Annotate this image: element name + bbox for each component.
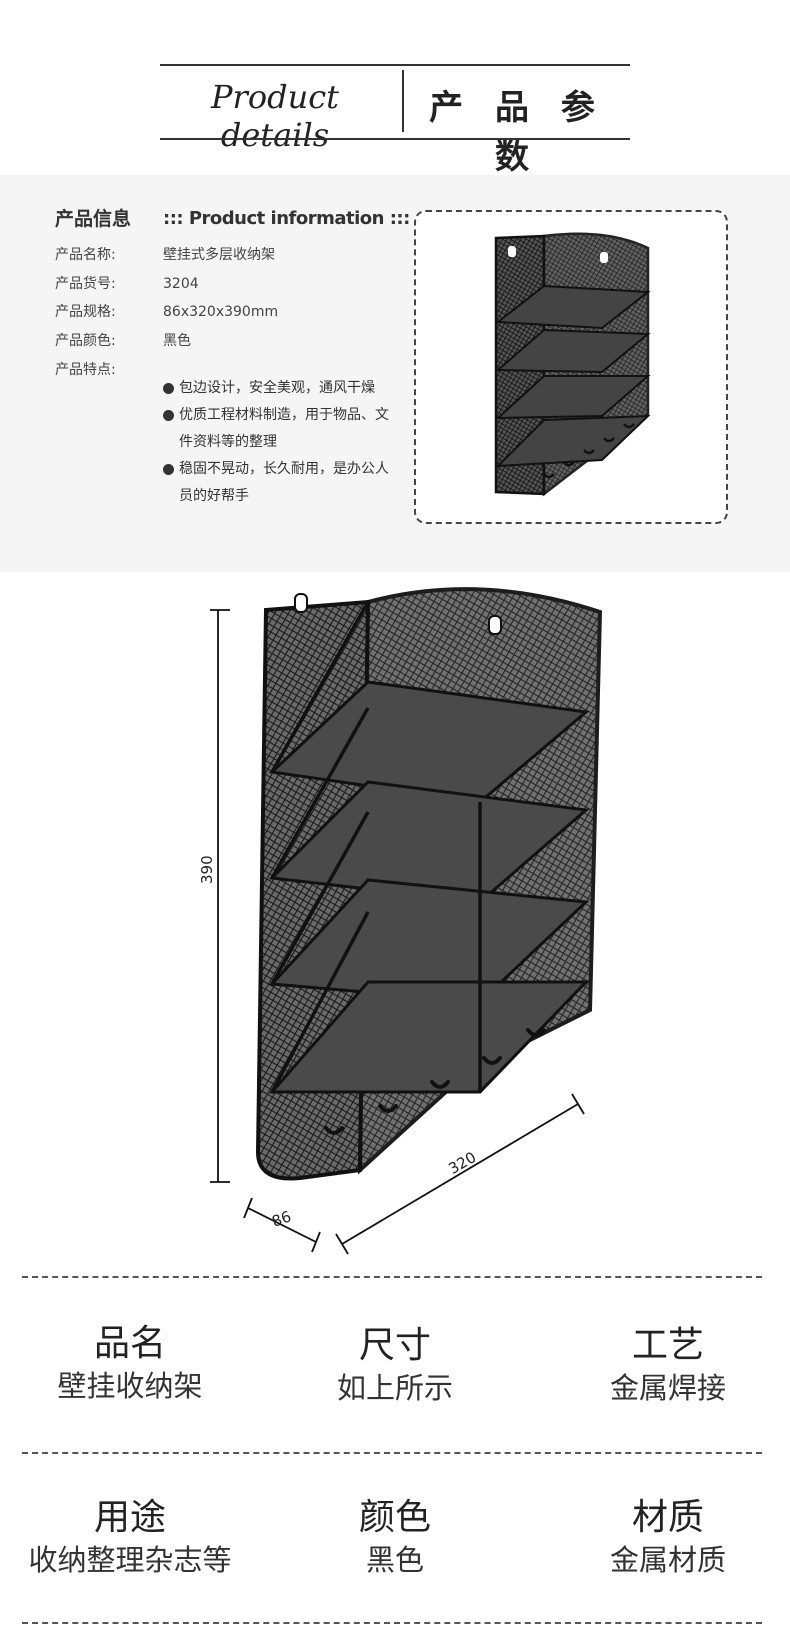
spec-value: 金属焊接 — [609, 1371, 726, 1405]
spec-value: 收纳整理杂志等 — [28, 1543, 232, 1577]
header-title-en: Product details — [211, 78, 339, 154]
spec-item-name: 品名 壁挂收纳架 — [0, 1322, 260, 1406]
feature-item: 稳固不晃动，长久耐用，是办公人员的好帮手 — [163, 456, 398, 510]
spec-item-usage: 用途 收纳整理杂志等 — [0, 1496, 260, 1580]
spec-item-color: 颜色 黑色 — [265, 1496, 525, 1580]
info-row-label: 产品名称: — [55, 247, 116, 263]
feature-item: 优质工程材料制造，用于物品、文件资料等的整理 — [163, 402, 398, 456]
info-row-label: 产品特点: — [55, 362, 116, 378]
spec-key: 尺寸 — [358, 1325, 431, 1366]
rack-thumbnail-image — [494, 232, 651, 497]
spec-item-size: 尺寸 如上所示 — [265, 1324, 525, 1408]
header-top-rule — [160, 64, 630, 66]
spec-divider-top — [22, 1276, 762, 1278]
page-header: Product details 产 品 参 数 — [0, 0, 790, 177]
feature-list: 包边设计，安全美观，通风干燥 优质工程材料制造，用于物品、文件资料等的整理 稳固… — [163, 375, 398, 510]
bullet-icon — [163, 410, 174, 421]
info-row-value: 黑色 — [163, 333, 191, 349]
header-bottom-rule — [160, 138, 630, 140]
header-divider — [402, 70, 404, 132]
info-row-features: 产品特点: — [55, 360, 163, 380]
spec-key: 颜色 — [358, 1497, 431, 1538]
spec-item-material: 材质 金属材质 — [538, 1496, 790, 1580]
info-row-label: 产品规格: — [55, 304, 116, 320]
spec-value: 壁挂收纳架 — [57, 1369, 203, 1403]
product-thumbnail-frame — [414, 210, 728, 524]
feature-text: 稳固不晃动，长久耐用，是办公人员的好帮手 — [179, 461, 389, 504]
info-row-sku: 产品货号: 3204 — [55, 274, 199, 294]
info-row-color: 产品颜色: 黑色 — [55, 331, 191, 351]
info-heading-cn: 产品信息 — [55, 208, 132, 230]
spec-value: 黑色 — [365, 1543, 424, 1577]
header-title-cn: 产 品 参 数 — [429, 88, 605, 177]
info-heading: 产品信息 — [55, 205, 165, 233]
spec-divider-middle — [22, 1452, 762, 1454]
info-row-value: 壁挂式多层收纳架 — [163, 247, 275, 263]
bullet-icon — [163, 464, 174, 475]
spec-item-craft: 工艺 金属焊接 — [538, 1324, 790, 1408]
spec-key: 材质 — [631, 1497, 704, 1538]
dimension-height-label: 390 — [198, 855, 216, 884]
info-row-name: 产品名称: 壁挂式多层收纳架 — [55, 245, 275, 265]
info-row-value: 3204 — [163, 276, 199, 292]
feature-text: 优质工程材料制造，用于物品、文件资料等的整理 — [179, 407, 389, 450]
spec-divider-bottom — [22, 1622, 762, 1624]
info-heading-en: ::: Product information ::: — [163, 208, 410, 229]
feature-text: 包边设计，安全美观，通风干燥 — [179, 380, 375, 396]
product-info-section: 产品信息 ::: Product information ::: 产品名称: 壁… — [0, 175, 790, 572]
product-dimension-diagram: 390 320 86 — [0, 572, 790, 1262]
bullet-icon — [163, 383, 174, 394]
spec-key: 工艺 — [631, 1325, 704, 1366]
spec-value: 如上所示 — [336, 1371, 453, 1405]
info-row-size: 产品规格: 86x320x390mm — [55, 302, 278, 322]
info-row-label: 产品颜色: — [55, 333, 116, 349]
info-row-label: 产品货号: — [55, 276, 116, 292]
dimension-lines — [210, 609, 585, 1255]
rack-dimension-image — [210, 587, 603, 1255]
spec-key: 品名 — [93, 1323, 166, 1364]
spec-key: 用途 — [93, 1497, 166, 1538]
spec-value: 金属材质 — [609, 1543, 726, 1577]
info-row-value: 86x320x390mm — [163, 304, 279, 320]
feature-item: 包边设计，安全美观，通风干燥 — [163, 375, 398, 402]
